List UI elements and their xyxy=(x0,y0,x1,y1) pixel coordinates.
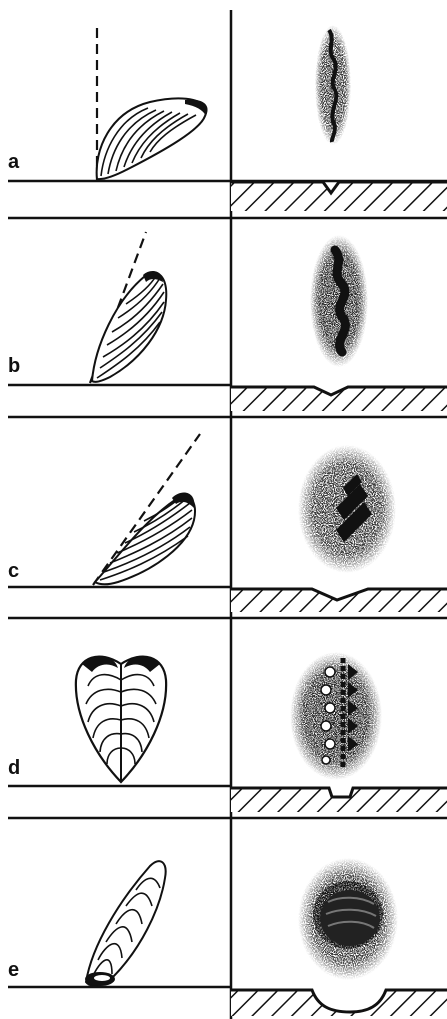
panel-b: b xyxy=(8,232,447,411)
sediment-section-c xyxy=(231,589,447,612)
bivalve-shell-c xyxy=(95,493,195,585)
sediment-section-e xyxy=(231,990,447,1016)
bivalve-shell-a xyxy=(97,98,208,179)
sediment-section-a xyxy=(231,182,447,211)
bivalve-shell-d xyxy=(76,656,166,782)
resting-trace-d xyxy=(290,652,382,780)
panel-label-a: a xyxy=(8,151,20,173)
bivalve-shell-b xyxy=(92,271,166,382)
panel-c: c xyxy=(8,434,447,612)
panel-e: e xyxy=(8,858,447,1016)
sediment-section-d xyxy=(231,788,447,812)
resting-trace-c xyxy=(298,445,396,573)
bivalve-shell-e xyxy=(85,861,166,986)
resting-trace-a xyxy=(315,25,351,145)
sediment-section-b xyxy=(231,387,447,411)
panel-a: a xyxy=(8,25,447,211)
panel-d: d xyxy=(8,652,447,812)
panel-label-e: e xyxy=(8,959,19,981)
resting-trace-e xyxy=(298,858,398,980)
panel-label-c: c xyxy=(8,560,19,582)
resting-trace-b xyxy=(310,235,368,367)
panel-label-d: d xyxy=(8,757,20,779)
panel-label-b: b xyxy=(8,355,20,377)
